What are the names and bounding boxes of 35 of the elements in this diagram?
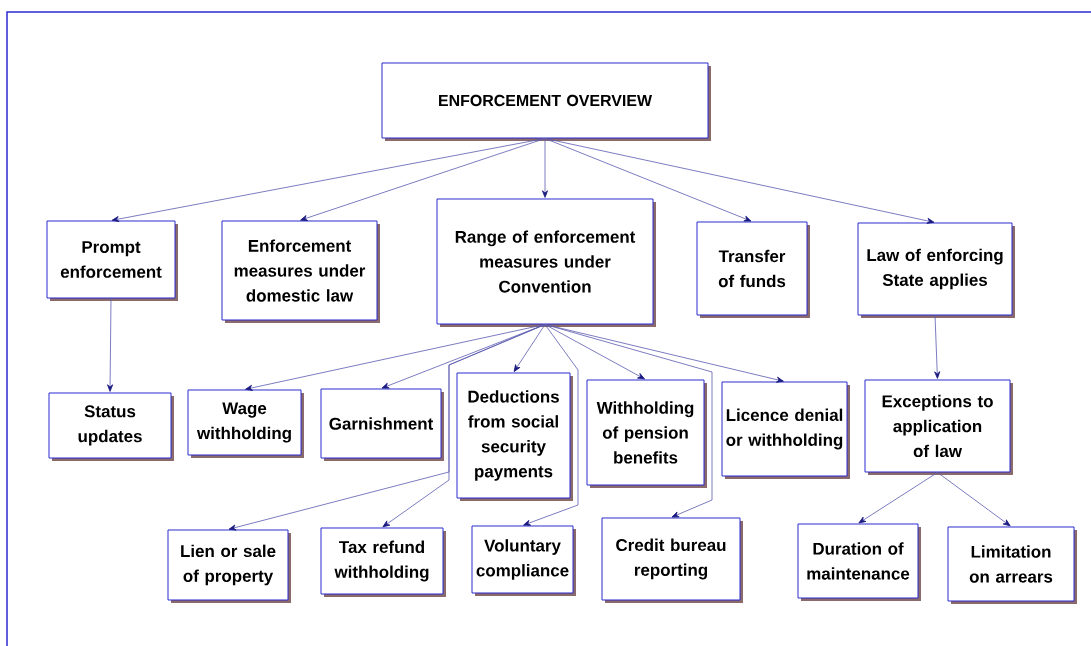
- arrow: [300, 138, 546, 221]
- arrow: [245, 324, 546, 391]
- topic-box: Exceptions to application of law: [864, 379, 1013, 475]
- topic-box: Enforcement measures under domestic law: [221, 220, 380, 323]
- topic-box: Status updates: [48, 392, 174, 461]
- arrow: [544, 138, 935, 224]
- arrow: [937, 472, 1011, 527]
- topic-box: Credit bureau reporting: [601, 517, 743, 603]
- arrow: [544, 324, 784, 383]
- arrow: [544, 138, 752, 222]
- topic-box: Limitation on arrears: [947, 526, 1077, 604]
- arrow: [544, 324, 645, 380]
- topic-box: Deductions from social security payments: [456, 372, 573, 501]
- topic-box: Transfer of funds: [696, 221, 810, 318]
- title-box: ENFORCEMENT OVERVIEW: [381, 62, 711, 141]
- arrow: [382, 324, 546, 528]
- topic-box: Duration of maintenance: [797, 523, 921, 601]
- topic-box: Prompt enforcement: [46, 220, 178, 301]
- topic-box: Voluntary compliance: [471, 525, 576, 596]
- topic-box: Withholding of pension benefits: [586, 379, 707, 488]
- topic-box: Garnishment: [320, 388, 444, 461]
- arrow: [542, 138, 548, 198]
- topic-box: Range of enforcement measures under Convention: [436, 198, 656, 327]
- arrow: [544, 324, 713, 518]
- arrow: [934, 315, 941, 379]
- topic-box: Tax refund withholding: [320, 527, 446, 597]
- topic-box: Lien or sale of property: [167, 529, 291, 603]
- arrow: [111, 138, 546, 222]
- arrow: [513, 324, 546, 372]
- arrow: [107, 298, 114, 392]
- topic-box: Licence denial or withholding: [721, 381, 850, 479]
- arrow: [858, 472, 938, 524]
- topic-box: Wage withholding: [187, 389, 304, 458]
- arrow: [523, 324, 579, 526]
- topic-box: Law of enforcing State applies: [857, 222, 1015, 318]
